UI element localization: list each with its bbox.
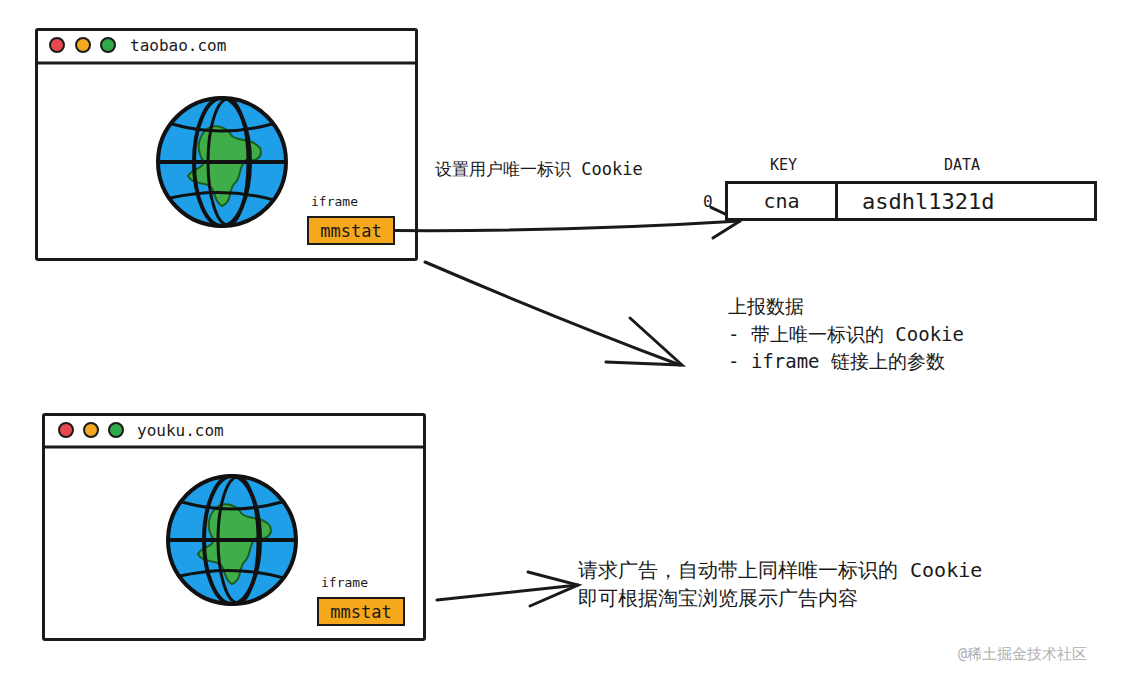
iframe-name: mmstat [320,221,381,241]
note-text: 请求广告，自动带上同样唯一标识的 Cookie [578,557,982,584]
column-header: DATA [944,156,980,174]
report-arrow [425,262,682,365]
connector-arrow [395,207,740,238]
connector-line [395,221,740,231]
iframe-box: iframemmstat [317,597,405,626]
watermark: @稀土掘金技术社区 [958,645,1087,664]
iframe-box: iframemmstat [307,216,395,245]
column-header: KEY [770,156,797,174]
iframe-label: iframe [321,575,368,590]
cookie-key-cell: cna [725,181,838,221]
iframe-label: iframe [311,194,358,209]
site-domain: taobao.com [130,36,226,55]
edge-label: 设置用户唯一标识 Cookie [433,158,645,181]
cookie-value: asdhl1321d [862,189,994,214]
row-index: 0 [703,192,713,211]
window-dots [50,38,123,437]
cookie-data-cell: asdhl1321d [835,181,1097,221]
note-text: 上报数据 [728,294,804,320]
title-bar-line [36,63,425,447]
browser-window: taobao.comiframemmstat [35,28,418,261]
ad-request-arrow [437,572,578,606]
globe-icon [158,98,286,226]
note-text: - 带上唯一标识的 Cookie [728,322,964,348]
site-domain: youku.com [137,421,224,440]
note-text: 即可根据淘宝浏览展示广告内容 [578,585,858,612]
browser-window: youku.comiframemmstat [42,413,426,641]
cookie-key: cna [763,189,799,213]
globe-icon [168,476,296,604]
note-text: - iframe 链接上的参数 [728,349,945,375]
iframe-name: mmstat [330,602,391,622]
